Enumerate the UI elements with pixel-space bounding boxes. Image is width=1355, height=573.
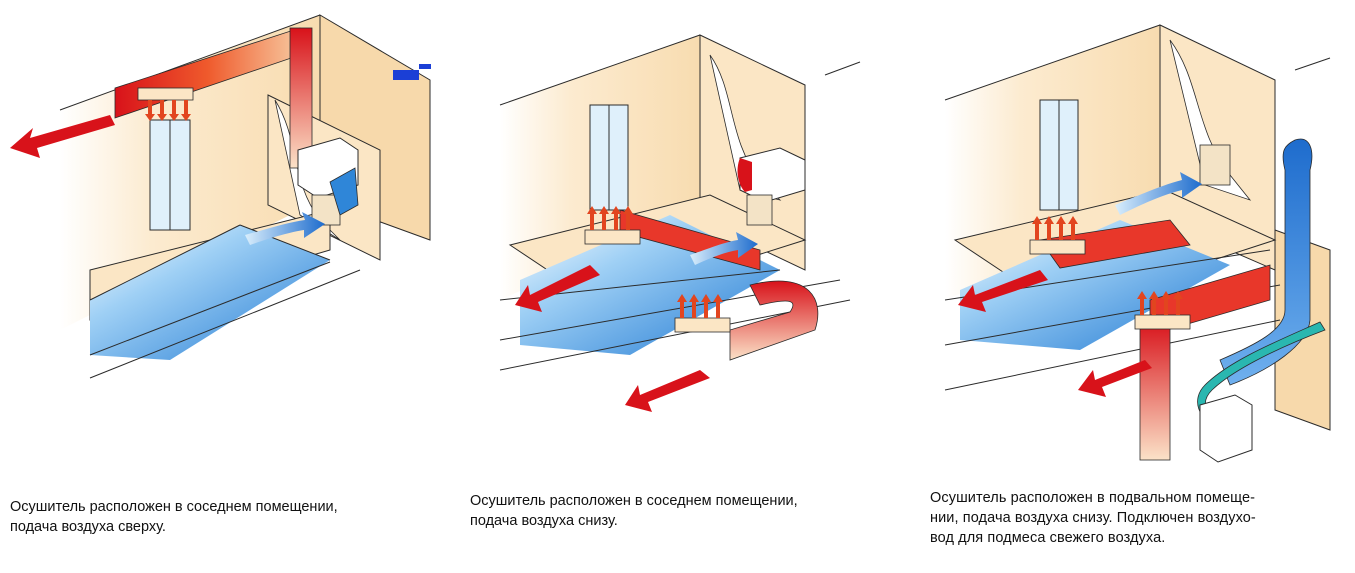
warm-air-arrow: [10, 115, 115, 158]
return-duct: [1219, 138, 1313, 386]
supply-jets: [145, 100, 191, 121]
return-air-arrow: [245, 212, 325, 245]
panel-2-caption: Осушитель расположен в соседнем помещени…: [470, 493, 798, 529]
warm-air-arrow-lower: [625, 370, 710, 412]
panel-basement-supply: Осушитель расположен в подвальном помеще…: [900, 0, 1355, 573]
panel-1-caption: Осушитель расположен в соседнем помещени…: [10, 499, 338, 535]
diagram-overhead-supply: [10, 14, 431, 379]
panel-overhead-supply: Осушитель расположен в соседнем помещени…: [0, 0, 450, 573]
return-air-arrow: [690, 232, 758, 265]
marker-tag: [393, 70, 419, 80]
return-grille: [746, 194, 773, 226]
pool-water: [90, 225, 330, 360]
floor-grille-upper: [1029, 239, 1086, 255]
dehumidifier-unit: [1199, 394, 1253, 463]
diagram-basement-supply: [944, 24, 1331, 463]
floor-grille-lower: [1134, 314, 1191, 330]
pool-water: [960, 220, 1230, 350]
lower-duct: [729, 280, 819, 361]
supply-jets: [587, 206, 723, 318]
ceiling-grille: [137, 87, 194, 101]
warm-air-arrow-lower: [1078, 360, 1152, 397]
diagram-underfloor-supply: [499, 34, 861, 412]
return-air-arrow: [1115, 172, 1202, 215]
underfloor-duct: [1039, 219, 1191, 269]
return-grille: [1199, 144, 1231, 186]
dehumidifier-unit: [739, 147, 806, 203]
floor-grille-upper: [584, 229, 641, 245]
panel-3-caption: Осушитель расположен в подвальном помеще…: [930, 490, 1256, 546]
warm-air-arrow-upper: [958, 270, 1048, 312]
underfloor-duct: [619, 209, 761, 271]
panel-underfloor-supply: Осушитель расположен в соседнем помещени…: [460, 0, 910, 573]
floor-grille-lower: [674, 317, 731, 333]
supply-jets: [1032, 216, 1183, 315]
supply-riser: [1139, 319, 1171, 461]
warm-air-arrow-upper: [515, 265, 600, 312]
return-duct: [329, 167, 359, 216]
